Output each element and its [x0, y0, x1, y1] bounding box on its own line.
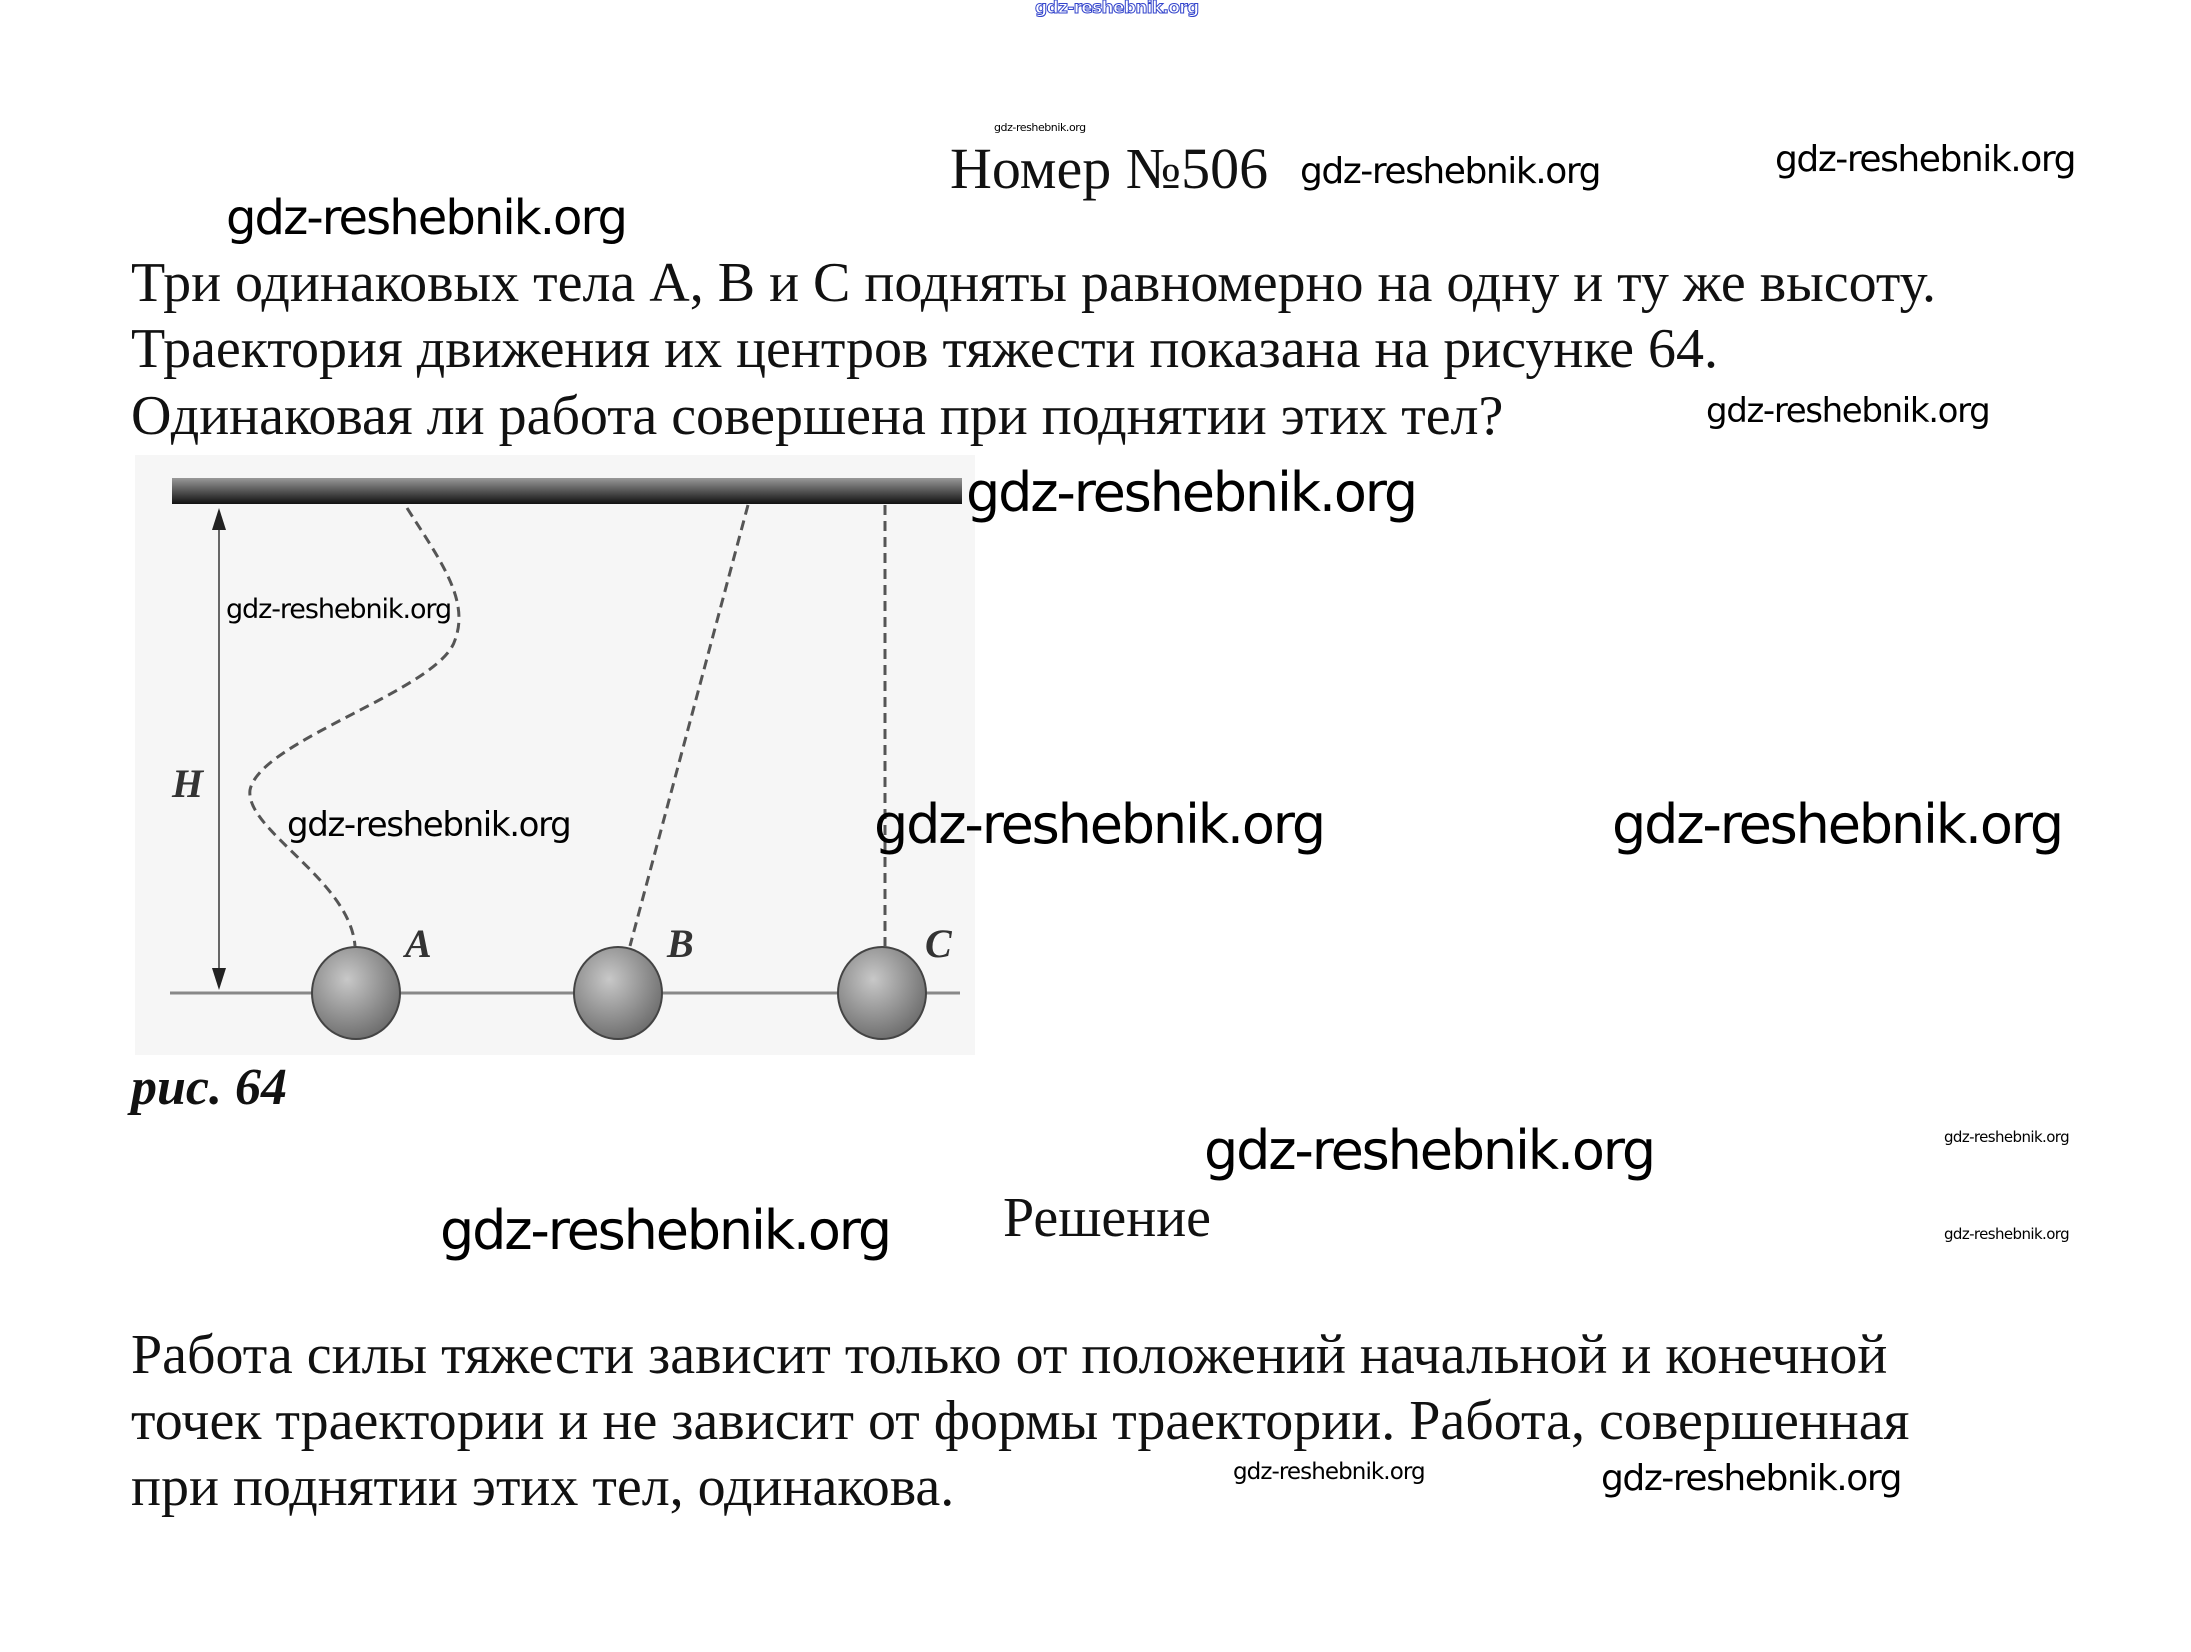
page-title: Номер №506 [950, 136, 1269, 201]
watermark: gdz-reshebnik.org [440, 1199, 892, 1262]
watermark: gdz-reshebnik.org [226, 190, 628, 246]
watermark: gdz-reshebnik.org [994, 121, 1086, 134]
trajectory-b [628, 504, 750, 947]
solution-heading: Решение [1003, 1187, 1212, 1249]
ball-c [837, 946, 927, 1040]
watermark: gdz-reshebnik.org [966, 461, 1418, 524]
watermark: gdz-reshebnik.org [1204, 1119, 1656, 1182]
solution-line: точек траектории и не зависит от формы т… [131, 1390, 1910, 1452]
watermark: gdz-reshebnik.org [287, 805, 572, 845]
label-a: A [402, 921, 432, 966]
trajectory-a [248, 507, 461, 947]
watermark: gdz-reshebnik.org [1233, 1459, 1426, 1485]
label-b: B [666, 921, 694, 966]
watermark: gdz-reshebnik.org [1601, 1458, 1902, 1499]
watermark: gdz-reshebnik.org [1775, 139, 2076, 180]
watermark: gdz-reshebnik.org [874, 793, 1326, 856]
ceiling-bar [172, 478, 962, 504]
watermark: gdz-reshebnik.org [1944, 1128, 2070, 1146]
ball-b [573, 946, 663, 1040]
label-c: C [925, 921, 953, 966]
ball-a [311, 946, 401, 1040]
watermark: gdz-reshebnik.org [226, 594, 452, 625]
figure-background [135, 455, 975, 1055]
question-line: Три одинаковых тела А, В и С подняты рав… [131, 252, 1937, 314]
solution-line: Работа силы тяжести зависит только от по… [131, 1324, 1888, 1386]
question-line: Траектория движения их центров тяжести п… [131, 318, 1719, 380]
height-label: H [171, 761, 205, 806]
watermark: gdz-reshebnik.org [1706, 391, 1991, 431]
watermark: gdz-reshebnik.org [1612, 793, 2064, 856]
watermark: gdz-reshebnik.org [1300, 151, 1601, 192]
height-arrow [212, 508, 226, 990]
question-line: Одинаковая ли работа совершена при подня… [131, 385, 1504, 447]
figure-caption: рис. 64 [131, 1059, 287, 1116]
solution-line: при поднятии этих тел, одинакова. [131, 1456, 955, 1518]
watermark: gdz-reshebnik.org [1035, 0, 1200, 18]
watermark: gdz-reshebnik.org [1944, 1225, 2070, 1243]
